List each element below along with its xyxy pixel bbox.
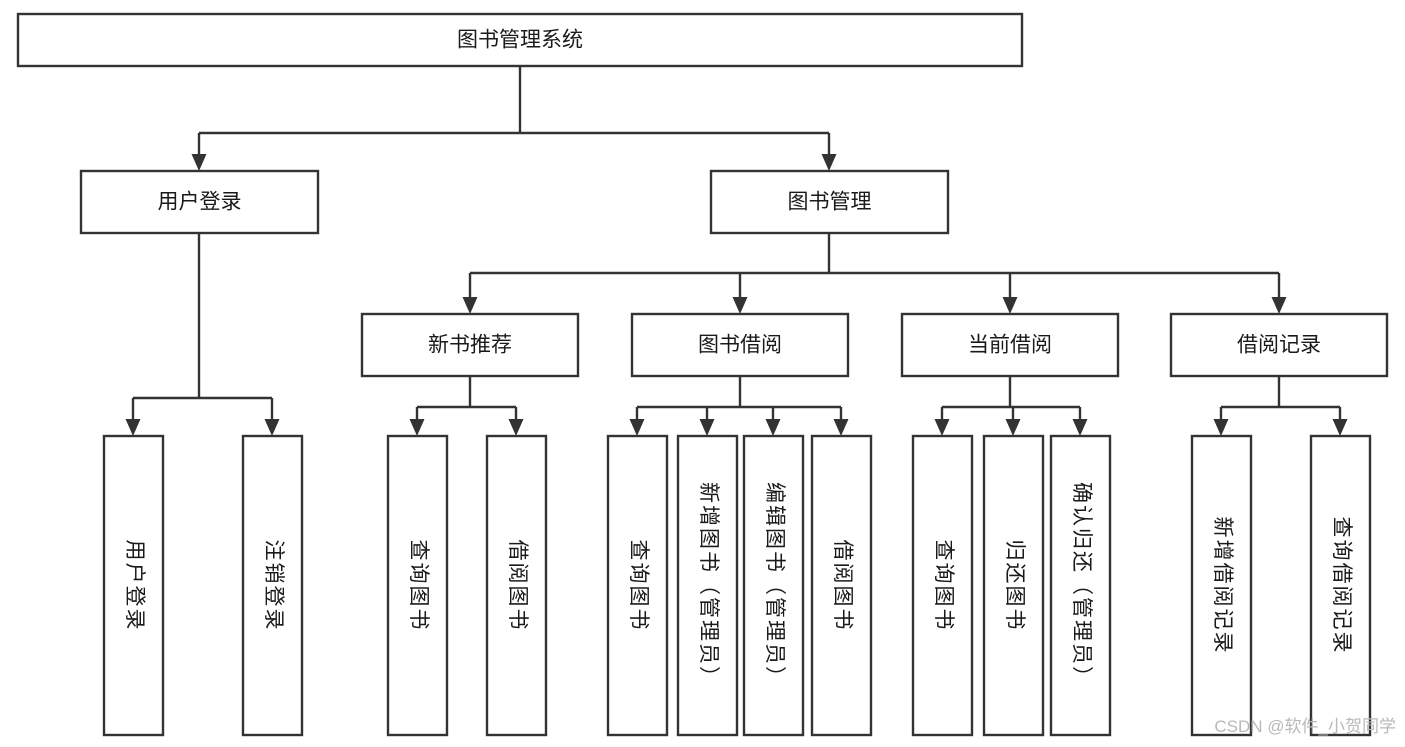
node-label-leaf-query-borrow-record: 查询借阅记录 bbox=[1330, 517, 1353, 655]
node-label-borrow-record: 借阅记录 bbox=[1237, 334, 1321, 357]
arrow-head-icon bbox=[1002, 297, 1018, 314]
node-label-leaf-query-book-3: 查询图书 bbox=[932, 540, 955, 632]
arrow-head-icon bbox=[1332, 419, 1348, 436]
node-label-leaf-add-book: 新增图书（管理员） bbox=[697, 482, 720, 689]
arrow-head-icon bbox=[1072, 419, 1088, 436]
node-book-borrow[interactable]: 图书借阅 bbox=[630, 312, 850, 378]
node-box-borrow-record[interactable] bbox=[1169, 312, 1389, 378]
connector-group bbox=[1213, 376, 1348, 436]
node-label-leaf-borrow-book-2: 借阅图书 bbox=[831, 540, 854, 632]
arrow-head-icon bbox=[462, 297, 478, 314]
arrow-head-icon bbox=[934, 419, 950, 436]
node-label-leaf-borrow-book-1: 借阅图书 bbox=[506, 540, 529, 632]
node-leaf-borrow-book-1[interactable]: 借阅图书 bbox=[485, 434, 548, 737]
connector-group bbox=[191, 66, 837, 171]
arrow-head-icon bbox=[1213, 419, 1229, 436]
node-leaf-user-logout[interactable]: 注销登录 bbox=[241, 434, 304, 737]
node-label-current-borrow: 当前借阅 bbox=[968, 334, 1052, 357]
node-box-leaf-query-borrow-record[interactable] bbox=[1309, 434, 1372, 737]
node-label-root: 图书管理系统 bbox=[457, 29, 583, 52]
node-box-leaf-query-book-1[interactable] bbox=[386, 434, 449, 737]
node-box-leaf-borrow-book-1[interactable] bbox=[485, 434, 548, 737]
node-label-leaf-return-book: 归还图书 bbox=[1003, 540, 1026, 632]
node-new-book-recommend[interactable]: 新书推荐 bbox=[360, 312, 580, 378]
node-label-new-book-recommend: 新书推荐 bbox=[428, 334, 512, 357]
node-user-login[interactable]: 用户登录 bbox=[79, 169, 320, 235]
node-leaf-query-borrow-record[interactable]: 查询借阅记录 bbox=[1309, 434, 1372, 737]
node-label-leaf-add-borrow-record: 新增借阅记录 bbox=[1211, 517, 1234, 655]
node-book-management[interactable]: 图书管理 bbox=[709, 169, 950, 235]
connector-group bbox=[125, 233, 280, 436]
node-label-leaf-confirm-return: 确认归还（管理员） bbox=[1070, 482, 1093, 689]
node-label-book-borrow: 图书借阅 bbox=[698, 334, 782, 357]
node-box-leaf-return-book[interactable] bbox=[982, 434, 1045, 737]
node-leaf-query-book-1[interactable]: 查询图书 bbox=[386, 434, 449, 737]
node-label-leaf-edit-book: 编辑图书（管理员） bbox=[763, 482, 786, 689]
arrow-head-icon bbox=[821, 154, 837, 171]
node-box-root[interactable] bbox=[16, 12, 1024, 68]
node-label-book-management: 图书管理 bbox=[788, 191, 872, 214]
node-leaf-add-borrow-record[interactable]: 新增借阅记录 bbox=[1190, 434, 1253, 737]
arrow-head-icon bbox=[1005, 419, 1021, 436]
connector-layer bbox=[125, 66, 1348, 436]
node-box-leaf-add-book[interactable] bbox=[676, 434, 739, 737]
node-leaf-confirm-return[interactable]: 确认归还（管理员） bbox=[1049, 434, 1112, 737]
node-leaf-query-book-2[interactable]: 查询图书 bbox=[606, 434, 669, 737]
arrow-head-icon bbox=[732, 297, 748, 314]
arrow-head-icon bbox=[1271, 297, 1287, 314]
node-current-borrow[interactable]: 当前借阅 bbox=[900, 312, 1120, 378]
node-label-leaf-query-book-1: 查询图书 bbox=[407, 540, 430, 632]
node-leaf-return-book[interactable]: 归还图书 bbox=[982, 434, 1045, 737]
arrow-head-icon bbox=[629, 419, 645, 436]
node-box-leaf-user-logout[interactable] bbox=[241, 434, 304, 737]
node-label-leaf-user-login: 用户登录 bbox=[123, 540, 146, 632]
node-leaf-user-login[interactable]: 用户登录 bbox=[102, 434, 165, 737]
node-box-book-borrow[interactable] bbox=[630, 312, 850, 378]
node-leaf-edit-book[interactable]: 编辑图书（管理员） bbox=[742, 434, 805, 737]
node-box-leaf-query-book-3[interactable] bbox=[911, 434, 974, 737]
arrow-head-icon bbox=[191, 154, 207, 171]
connector-group bbox=[629, 376, 849, 436]
node-box-book-management[interactable] bbox=[709, 169, 950, 235]
node-label-leaf-user-logout: 注销登录 bbox=[262, 540, 285, 632]
arrow-head-icon bbox=[699, 419, 715, 436]
node-borrow-record[interactable]: 借阅记录 bbox=[1169, 312, 1389, 378]
node-box-new-book-recommend[interactable] bbox=[360, 312, 580, 378]
node-box-leaf-edit-book[interactable] bbox=[742, 434, 805, 737]
arrow-head-icon bbox=[409, 419, 425, 436]
arrow-head-icon bbox=[508, 419, 524, 436]
csdn-watermark: CSDN @软件_小贺同学 bbox=[1214, 717, 1396, 736]
node-box-leaf-user-login[interactable] bbox=[102, 434, 165, 737]
node-root[interactable]: 图书管理系统 bbox=[16, 12, 1024, 68]
node-leaf-add-book[interactable]: 新增图书（管理员） bbox=[676, 434, 739, 737]
node-leaf-borrow-book-2[interactable]: 借阅图书 bbox=[810, 434, 873, 737]
node-box-leaf-confirm-return[interactable] bbox=[1049, 434, 1112, 737]
node-box-current-borrow[interactable] bbox=[900, 312, 1120, 378]
node-label-user-login: 用户登录 bbox=[158, 191, 242, 214]
arrow-head-icon bbox=[125, 419, 141, 436]
node-box-leaf-borrow-book-2[interactable] bbox=[810, 434, 873, 737]
node-box-user-login[interactable] bbox=[79, 169, 320, 235]
connector-group bbox=[409, 376, 524, 436]
node-label-leaf-query-book-2: 查询图书 bbox=[627, 540, 650, 632]
connector-group bbox=[934, 376, 1088, 436]
node-box-leaf-add-borrow-record[interactable] bbox=[1190, 434, 1253, 737]
node-layer: 图书管理系统用户登录图书管理新书推荐图书借阅当前借阅借阅记录用户登录注销登录查询… bbox=[16, 12, 1389, 737]
node-leaf-query-book-3[interactable]: 查询图书 bbox=[911, 434, 974, 737]
node-box-leaf-query-book-2[interactable] bbox=[606, 434, 669, 737]
connector-group bbox=[462, 233, 1287, 314]
arrow-head-icon bbox=[833, 419, 849, 436]
arrow-head-icon bbox=[765, 419, 781, 436]
arrow-head-icon bbox=[264, 419, 280, 436]
